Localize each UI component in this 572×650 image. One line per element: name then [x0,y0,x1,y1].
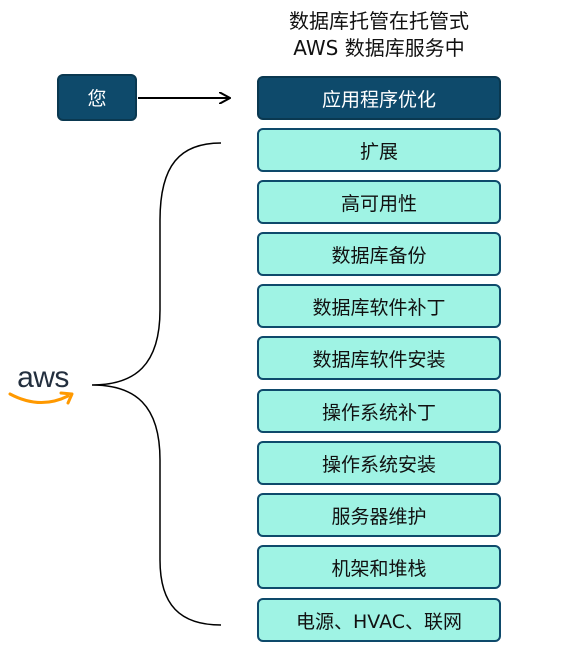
app-optimization-box: 应用程序优化 [257,76,501,120]
os-install-label: 操作系统安装 [321,453,436,476]
db-software-install-box: 数据库软件安装 [257,336,501,380]
scaling-label: 扩展 [359,140,398,163]
server-maintenance-box: 服务器维护 [257,493,501,537]
title-line-2: AWS 数据库服务中 [293,36,465,60]
rack-and-stack-box: 机架和堆栈 [257,545,501,589]
aws-logo-text: aws [17,361,69,394]
os-install-box: 操作系统安装 [257,441,501,485]
db-software-install-label: 数据库软件安装 [312,348,446,371]
server-maintenance-label: 服务器维护 [331,505,427,528]
rack-and-stack-label: 机架和堆栈 [331,557,427,580]
db-software-patches-box: 数据库软件补丁 [257,284,501,328]
power-hvac-network-box: 电源、HVAC、联网 [257,598,501,642]
high-availability-box: 高可用性 [257,180,501,224]
database-backups-box: 数据库备份 [257,232,501,276]
aws-brace [91,142,222,626]
you-box: 您 [57,74,137,121]
you-label: 您 [87,88,107,110]
os-patches-box: 操作系统补丁 [257,389,501,433]
aws-logo: aws [4,362,82,412]
db-software-patches-label: 数据库软件补丁 [312,296,446,319]
power-hvac-network-label: 电源、HVAC、联网 [296,610,462,633]
os-patches-label: 操作系统补丁 [321,401,436,424]
title-line-1: 数据库托管在托管式 [289,9,469,33]
scaling-box: 扩展 [257,128,501,172]
aws-smile-icon [8,391,74,405]
app-optimization-label: 应用程序优化 [321,88,436,111]
database-backups-label: 数据库备份 [331,244,427,267]
high-availability-label: 高可用性 [340,192,417,215]
diagram-title: 数据库托管在托管式 AWS 数据库服务中 [258,8,500,62]
